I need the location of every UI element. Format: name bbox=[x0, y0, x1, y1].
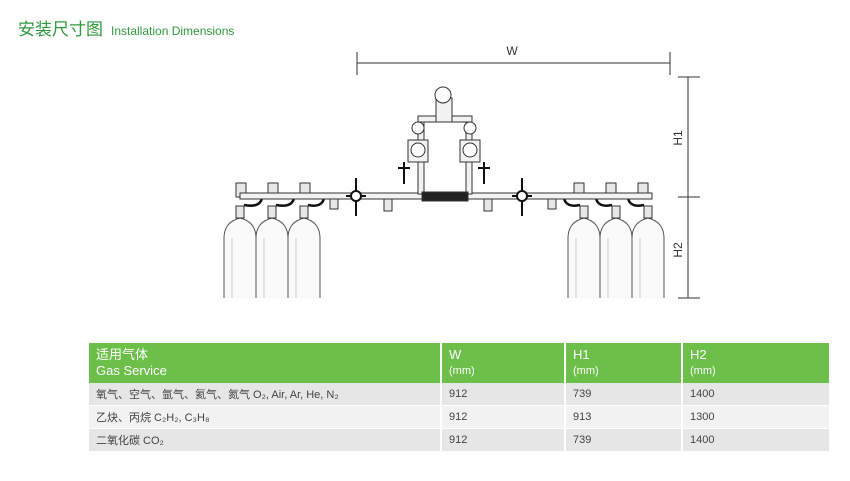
cell-h1: 913 bbox=[565, 405, 683, 429]
page-title: 安装尺寸图 Installation Dimensions bbox=[18, 15, 234, 40]
spec-table: 适用气体 Gas Service W (mm) H1 (mm) H2 (mm) … bbox=[89, 343, 829, 452]
header-w: W (mm) bbox=[441, 343, 566, 383]
table-header-row: 适用气体 Gas Service W (mm) H1 (mm) H2 (mm) bbox=[89, 343, 829, 383]
title-english: Installation Dimensions bbox=[111, 24, 235, 38]
cell-h2: 1300 bbox=[682, 405, 829, 429]
cell-gas: 二氧化碳 CO₂ bbox=[89, 428, 442, 452]
table-row: 氧气、空气、氩气、氦气、氮气 O₂, Air, Ar, He, N₂ 912 7… bbox=[89, 383, 829, 406]
table-row: 乙炔、丙烷 C₂H₂, C₃H₈ 912 913 1300 bbox=[89, 405, 829, 429]
cell-gas: 乙炔、丙烷 C₂H₂, C₃H₈ bbox=[89, 405, 442, 429]
cell-w: 912 bbox=[441, 405, 566, 429]
header-h1: H1 (mm) bbox=[565, 343, 683, 383]
dim-label-h2: H2 bbox=[671, 242, 685, 258]
cell-h1: 739 bbox=[565, 383, 683, 406]
table-row: 二氧化碳 CO₂ 912 739 1400 bbox=[89, 428, 829, 452]
header-h2: H2 (mm) bbox=[682, 343, 829, 383]
cell-h1: 739 bbox=[565, 428, 683, 452]
valve-handwheel-left bbox=[346, 178, 366, 216]
cell-w: 912 bbox=[441, 428, 566, 452]
title-chinese: 安装尺寸图 bbox=[18, 20, 103, 40]
dim-label-h1: H1 bbox=[671, 130, 685, 146]
cylinder-group-left bbox=[223, 217, 321, 298]
valve-handwheel-right bbox=[512, 178, 532, 216]
installation-diagram: W H1 H2 bbox=[223, 44, 700, 299]
cell-w: 912 bbox=[441, 383, 566, 406]
cell-h2: 1400 bbox=[682, 428, 829, 452]
cylinder-group-right bbox=[567, 217, 665, 298]
cell-gas: 氧气、空气、氩气、氦气、氮气 O₂, Air, Ar, He, N₂ bbox=[89, 383, 442, 406]
header-gas-service: 适用气体 Gas Service bbox=[89, 343, 442, 383]
cell-h2: 1400 bbox=[682, 383, 829, 406]
dim-label-w: W bbox=[506, 44, 518, 58]
